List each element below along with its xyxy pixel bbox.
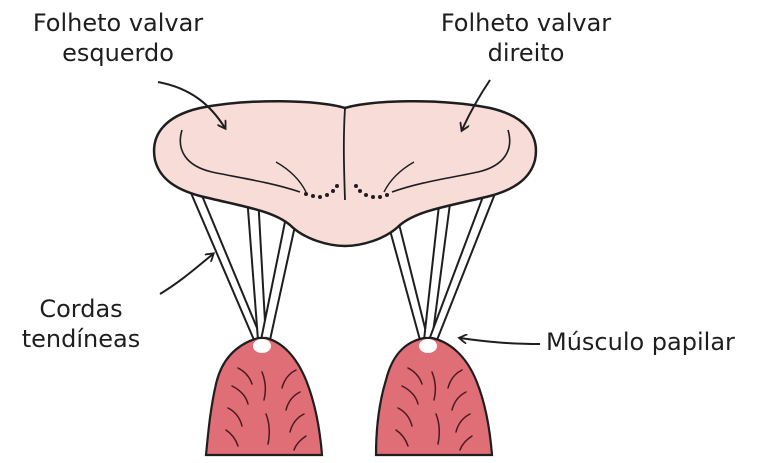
arrow-chordae <box>160 254 213 294</box>
arrow-papillary <box>460 338 540 344</box>
chorda-left-3 <box>261 212 298 340</box>
label-chordae-line1: Cordas <box>6 294 156 324</box>
label-papillary-muscle: Músculo papilar <box>546 327 758 357</box>
label-right-leaflet-line1: Folheto valvar <box>426 8 626 38</box>
label-papillary-line1: Músculo papilar <box>546 327 758 357</box>
commissure-line <box>344 108 345 200</box>
label-chordae-line2: tendíneas <box>6 324 156 354</box>
label-left-leaflet-line1: Folheto valvar <box>18 8 218 38</box>
label-left-leaflet: Folheto valvar esquerdo <box>18 8 218 68</box>
label-right-leaflet: Folheto valvar direito <box>426 8 626 68</box>
label-right-leaflet-line2: direito <box>426 38 626 68</box>
label-left-leaflet-line2: esquerdo <box>18 38 218 68</box>
muscle-tip-right <box>419 339 437 353</box>
label-chordae: Cordas tendíneas <box>6 294 156 354</box>
muscle-tip-left <box>253 339 271 353</box>
papillary-muscles <box>206 338 492 455</box>
